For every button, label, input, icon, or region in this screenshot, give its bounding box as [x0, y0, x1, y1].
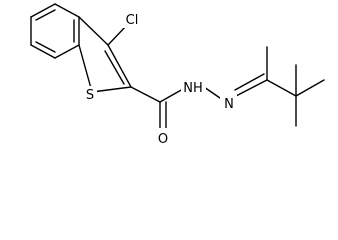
atom-label-s: S	[86, 88, 94, 103]
bond-c2-c3	[107, 44, 132, 88]
bond-benzene-4	[54, 44, 80, 59]
bond-nh-n	[203, 86, 221, 99]
atom-label-cl: Cl	[126, 13, 139, 28]
bond-benzene-1	[30, 3, 56, 18]
atom-label-o: O	[158, 132, 168, 147]
bond-benzene-2	[54, 3, 80, 18]
atom-label-nh: NH	[183, 81, 203, 96]
bond-c7a-s	[78, 44, 93, 93]
bond-n-c	[235, 79, 268, 97]
bond-benzene-5	[30, 44, 56, 59]
bond-benzene-inner-3	[35, 41, 56, 53]
bond-s-c2	[91, 86, 132, 93]
bond-c-quaternary	[266, 79, 297, 97]
bond-c3a-c3	[78, 16, 109, 46]
bond-c2-carbonyl	[130, 86, 161, 103]
chemical-structure: Cl S O NH N	[30, 3, 325, 147]
bond-c2-c3-double	[104, 50, 125, 85]
bond-quaternary-methyl-right	[295, 79, 325, 97]
atom-label-n: N	[224, 97, 234, 112]
bond-benzene-inner-1	[35, 9, 56, 21]
bond-n-c-double	[234, 73, 265, 91]
bond-carbonyl-nh	[159, 88, 184, 103]
